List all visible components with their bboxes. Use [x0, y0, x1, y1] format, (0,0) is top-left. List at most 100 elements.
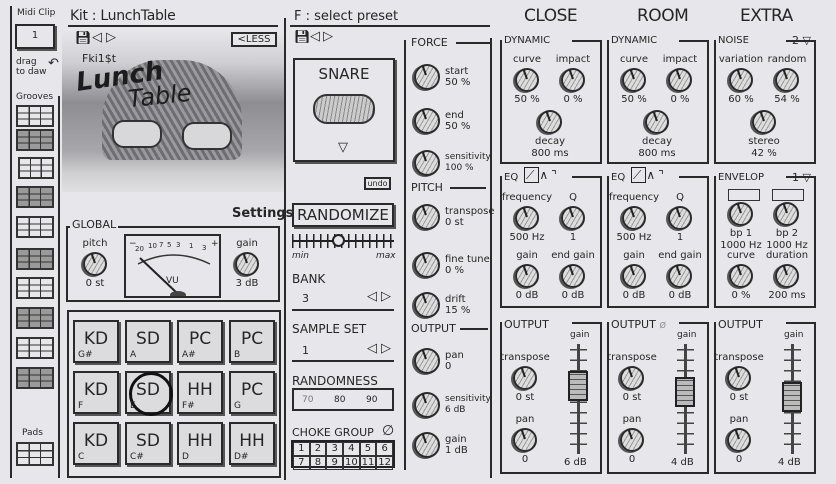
dropdown-icon[interactable]: ▽ — [802, 34, 811, 47]
choke-group-cell[interactable]: 8 — [309, 456, 327, 470]
randomize-slider-thumb[interactable] — [331, 234, 345, 247]
close-title[interactable]: CLOSE — [524, 6, 578, 26]
pads-groove[interactable] — [16, 442, 54, 466]
sample-set-next-icon[interactable]: ▷ — [381, 341, 391, 356]
force-end-knob[interactable] — [414, 108, 440, 134]
sample-selector[interactable]: SNARE ▽ — [293, 58, 395, 162]
close-output-pan-knob[interactable] — [513, 428, 537, 452]
high-shelf-icon[interactable]: ⌝ — [551, 168, 560, 182]
bank-prev-icon[interactable]: ◁ — [367, 289, 377, 304]
groove-5[interactable] — [16, 216, 54, 238]
sample-set-prev-icon[interactable]: ◁ — [367, 341, 377, 356]
choke-group-cell[interactable]: 3 — [326, 442, 343, 456]
room-dynamic-impact-knob[interactable] — [668, 68, 692, 92]
extra-noise-variation-knob[interactable] — [729, 68, 753, 92]
choke-group-cell[interactable]: 12 — [376, 456, 393, 470]
global-pitch-knob[interactable] — [83, 252, 107, 276]
envelope-shape-1-icon[interactable] — [728, 189, 760, 201]
choke-group-cell[interactable]: 7 — [293, 456, 310, 470]
noise-selector[interactable]: 2 ▽ — [792, 34, 811, 47]
extra-noise-stereo-knob[interactable] — [752, 110, 776, 134]
close-eq-q-knob[interactable] — [561, 206, 585, 230]
close-dynamic-curve-knob[interactable] — [515, 68, 539, 92]
extra-envelope-curve-knob[interactable] — [729, 264, 753, 288]
low-shelf-icon[interactable]: ⟋ — [524, 167, 540, 183]
close-eq-shape-icons[interactable]: ⟋∧⌝ — [524, 167, 560, 183]
extra-noise-random-knob[interactable] — [775, 68, 799, 92]
preset-title[interactable]: F : select preset — [294, 9, 399, 24]
close-dynamic-impact-knob[interactable] — [561, 68, 585, 92]
global-gain-knob[interactable] — [235, 252, 259, 276]
kit-name[interactable]: LunchTable — [100, 8, 176, 24]
phase-invert-button[interactable]: ø — [659, 318, 667, 331]
choke-group-cell[interactable]: 2 — [309, 442, 327, 456]
room-eq-end-gain-knob[interactable] — [668, 264, 692, 288]
choke-group-cell[interactable]: 1 — [293, 442, 310, 456]
close-dynamic-decay-knob[interactable] — [538, 110, 562, 134]
high-shelf-icon[interactable]: ⌝ — [658, 168, 667, 182]
pitch-transpose-knob[interactable] — [414, 204, 440, 230]
choke-none-button[interactable]: ∅ — [382, 423, 395, 439]
groove-1[interactable] — [16, 105, 54, 127]
groove-3[interactable] — [18, 157, 54, 179]
groove-8[interactable] — [16, 307, 54, 329]
room-dynamic-decay-knob[interactable] — [645, 110, 669, 134]
settings-button[interactable]: Settings — [232, 206, 294, 221]
extra-output-transpose-knob[interactable] — [727, 366, 751, 390]
close-eq-frequency-knob[interactable] — [515, 206, 539, 230]
close-gain-fader-handle[interactable] — [568, 371, 588, 401]
groove-2[interactable] — [16, 129, 54, 151]
extra-title[interactable]: EXTRA — [740, 6, 793, 26]
choke-group-cell[interactable]: 9 — [326, 456, 343, 470]
extra-envelope-bp2-knob[interactable] — [775, 202, 799, 226]
pitch-fine-tune-knob[interactable] — [414, 252, 440, 278]
room-eq-frequency-knob[interactable] — [622, 206, 646, 230]
room-eq-gain-knob[interactable] — [622, 264, 646, 288]
choke-group-cell[interactable]: 6 — [376, 442, 393, 456]
force-sensitivity-knob[interactable] — [414, 150, 440, 176]
extra-envelope-bp1-knob[interactable] — [729, 202, 753, 226]
output-gain-knob[interactable] — [414, 432, 440, 458]
groove-7[interactable] — [16, 277, 54, 299]
low-shelf-icon[interactable]: ⟋ — [631, 167, 647, 183]
groove-9[interactable] — [16, 337, 54, 359]
room-title[interactable]: ROOM — [637, 6, 689, 26]
close-output-transpose-knob[interactable] — [513, 366, 537, 390]
groove-10[interactable] — [16, 367, 54, 389]
undo-button[interactable]: undo — [364, 177, 391, 190]
sample-dropdown-icon[interactable]: ▽ — [338, 140, 348, 155]
next-kit-icon[interactable]: ▷ — [106, 30, 116, 45]
envelope-shape-2-icon[interactable] — [772, 189, 804, 201]
output-sensitivity-knob[interactable] — [414, 392, 440, 418]
extra-gain-fader-handle[interactable] — [782, 382, 802, 412]
extra-envelope-duration-knob[interactable] — [775, 264, 799, 288]
midi-clip-drag-box[interactable]: 1 — [15, 24, 55, 49]
prev-kit-icon[interactable]: ◁ — [92, 30, 102, 45]
extra-output-pan-knob[interactable] — [727, 428, 751, 452]
room-dynamic-curve-knob[interactable] — [622, 68, 646, 92]
bell-icon[interactable]: ∧ — [539, 168, 552, 182]
save-kit-icon[interactable]: 💾︎ — [75, 31, 92, 46]
choke-group-cell[interactable]: 11 — [359, 456, 377, 470]
room-output-transpose-knob[interactable] — [620, 366, 644, 390]
prev-preset-icon[interactable]: ◁ — [310, 29, 320, 44]
save-preset-icon[interactable]: 💾︎ — [294, 30, 311, 45]
less-button[interactable]: <LESS — [231, 32, 277, 47]
room-eq-shape-icons[interactable]: ⟋∧⌝ — [631, 167, 667, 183]
pitch-drift-knob[interactable] — [414, 292, 440, 318]
room-output-pan-knob[interactable] — [620, 428, 644, 452]
randomize-button[interactable]: RANDOMIZE — [292, 203, 394, 227]
next-preset-icon[interactable]: ▷ — [323, 29, 333, 44]
